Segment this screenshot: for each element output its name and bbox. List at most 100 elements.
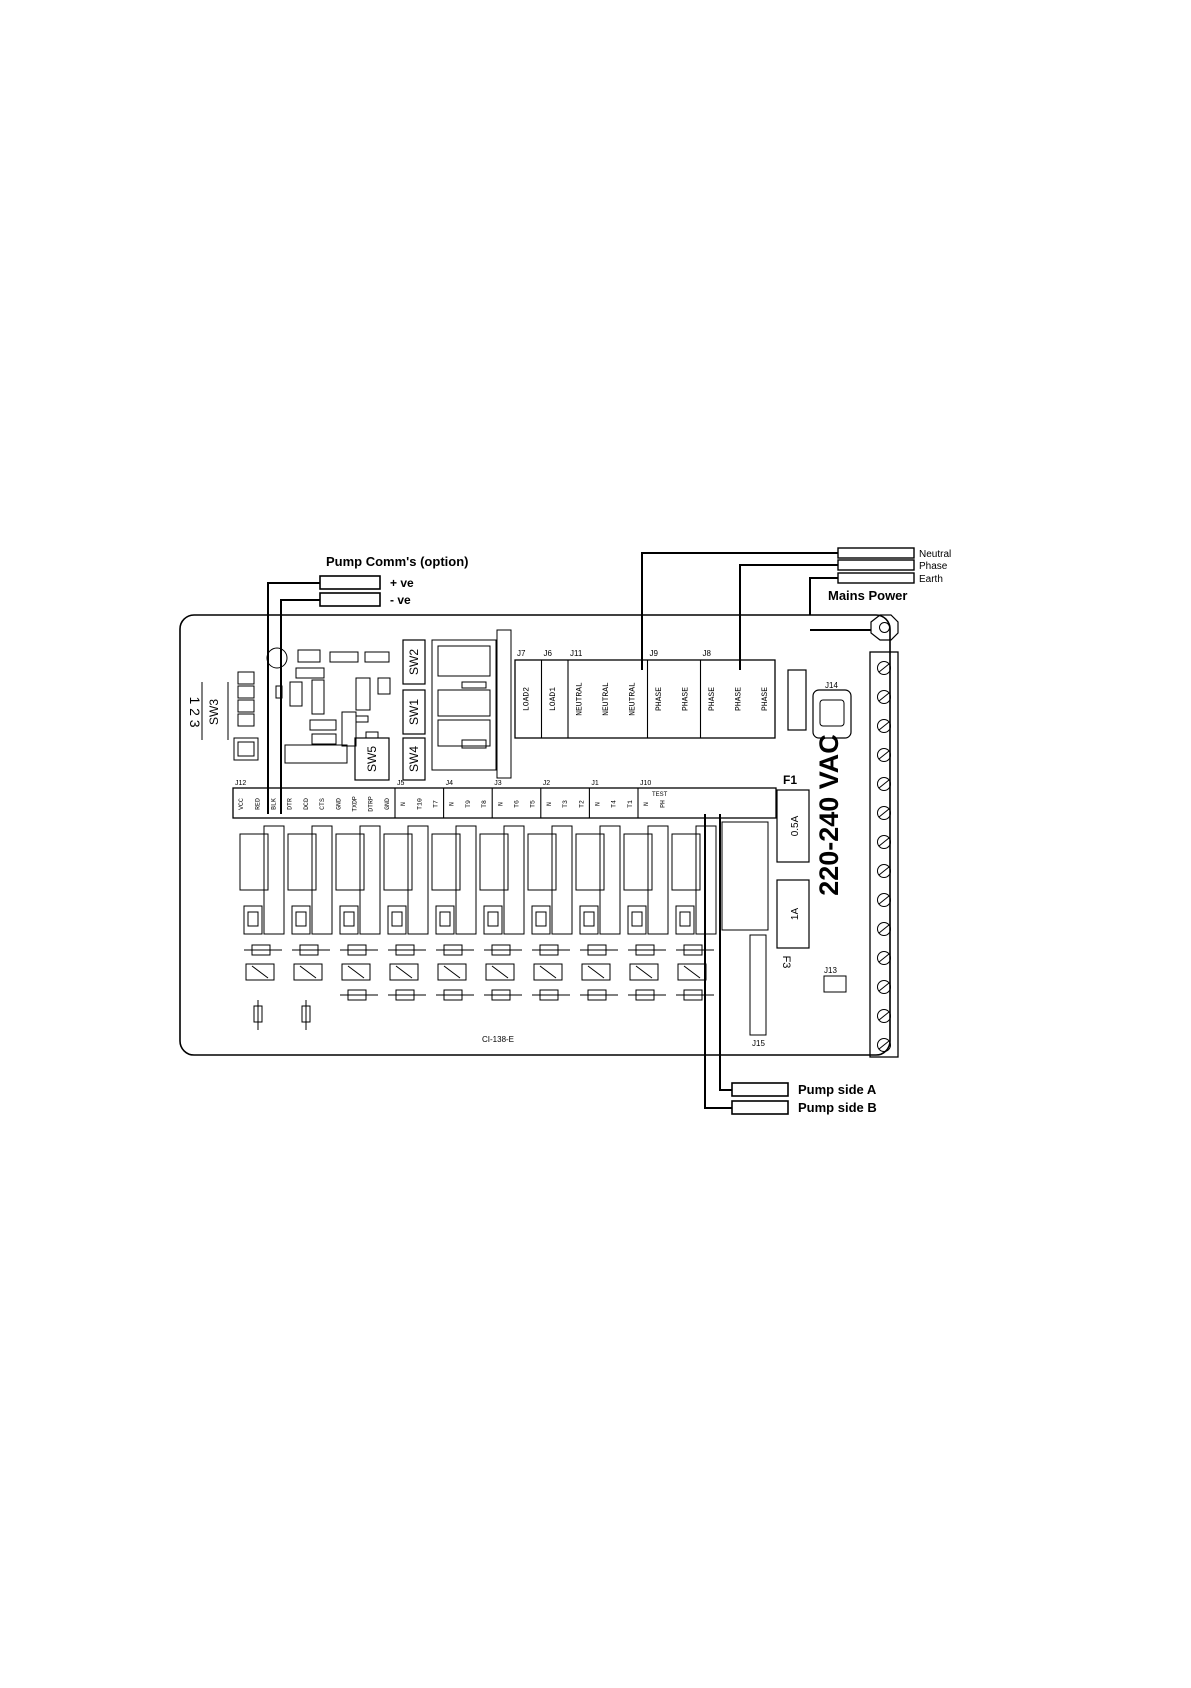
terminal-screw xyxy=(877,1038,891,1052)
plus-ve-label: + ve xyxy=(390,576,414,590)
relay-column xyxy=(527,825,573,1001)
sw3-block: SW3 1 2 3 xyxy=(187,671,259,761)
pin-label: PHASE xyxy=(708,687,717,711)
relay-column xyxy=(287,825,333,1030)
component-area-upper-left xyxy=(266,647,391,764)
pin-label: N xyxy=(546,802,553,806)
bottom-connector-strip xyxy=(232,787,777,819)
pin-label: BLK xyxy=(271,798,278,810)
connector-id-label: J12 xyxy=(235,780,246,787)
sw2-label: SW2 xyxy=(407,649,421,675)
connector-j1: J1N T4 T1 xyxy=(588,780,634,818)
connector-id-label: J3 xyxy=(494,780,502,787)
transformer xyxy=(431,629,512,779)
voltage-label: 220-240 VAC xyxy=(814,734,844,896)
sw4-label: SW4 xyxy=(407,746,421,772)
pin-label: LOAD2 xyxy=(522,687,531,711)
pin-label: PHASE xyxy=(734,687,743,711)
sw1-label: SW1 xyxy=(407,699,421,725)
switch-sw2: SW2 xyxy=(402,639,426,685)
mains-terminal-strip xyxy=(869,651,899,1058)
pin-label: NEUTRAL xyxy=(575,682,584,716)
switch-sw5: SW5 xyxy=(354,737,390,781)
pin-label: RED xyxy=(254,798,261,810)
pump-side-b-label: Pump side B xyxy=(798,1100,877,1115)
sw3-label: SW3 xyxy=(207,699,221,725)
pump-comms-wiring xyxy=(267,582,320,814)
sw5-label: SW5 xyxy=(365,746,379,772)
pin-label: N xyxy=(643,802,650,806)
terminal-screw xyxy=(877,980,891,994)
pin-label: T8 xyxy=(481,800,488,808)
relay-rows xyxy=(239,825,717,1030)
relay-column xyxy=(671,825,717,1001)
pin-label: T1 xyxy=(627,800,634,808)
connector-id-label: J7 xyxy=(517,649,526,658)
pin-label: LOAD1 xyxy=(549,687,558,711)
top-connector-strip xyxy=(514,659,807,739)
connector-id-label: J9 xyxy=(650,649,659,658)
pump-side-wiring xyxy=(704,814,732,1109)
pin-label: TXDP xyxy=(352,796,359,812)
fuse1-rating: 0.5A xyxy=(790,815,801,836)
connector-header-label: TEST xyxy=(652,792,668,798)
connector-id-label: J11 xyxy=(570,649,583,658)
fuse-f1: F1 0.5A xyxy=(776,773,810,863)
board-code: CI-138-E xyxy=(482,1035,514,1044)
switch-sw1: SW1 xyxy=(402,689,426,735)
terminal-screw xyxy=(877,835,891,849)
j14-label: J14 xyxy=(825,681,838,690)
pin-label: T5 xyxy=(530,800,537,808)
earth-lug xyxy=(870,614,899,641)
terminal-screw xyxy=(877,719,891,733)
connector-j14: J14 xyxy=(812,681,852,739)
phase-label: Phase xyxy=(919,561,948,572)
connector-id-label: J5 xyxy=(397,780,405,787)
j15-label: J15 xyxy=(752,1039,765,1048)
pin-label: T4 xyxy=(611,800,618,808)
pin-label: GND xyxy=(384,798,391,810)
minus-ve-label: - ve xyxy=(390,593,411,607)
pin-label: N xyxy=(497,802,504,806)
pump-comms-terminals xyxy=(319,575,381,607)
connector-id-label: J6 xyxy=(544,649,553,658)
pump-comms-label: Pump Comm's (option) xyxy=(326,554,468,569)
pin-label: GND xyxy=(335,798,342,810)
pin-label: NEUTRAL xyxy=(628,682,637,716)
mains-terminals xyxy=(837,547,915,584)
pin-label: N xyxy=(400,802,407,806)
relay-column xyxy=(383,825,429,1001)
terminal-screw xyxy=(877,951,891,965)
terminal-screw xyxy=(877,806,891,820)
pin-label: N xyxy=(449,802,456,806)
pin-label: DCD xyxy=(303,798,310,810)
connector-id-label: J8 xyxy=(703,649,712,658)
fuse3-rating: 1A xyxy=(790,908,801,921)
terminal-screw xyxy=(877,690,891,704)
switch-sw4: SW4 xyxy=(402,737,426,781)
mains-power-label: Mains Power xyxy=(828,588,907,603)
pin-label: DTRP xyxy=(368,796,375,812)
pin-label: T3 xyxy=(562,800,569,808)
connector-id-label: J1 xyxy=(591,780,599,787)
pump-side-a-label: Pump side A xyxy=(798,1082,877,1097)
neutral-label: Neutral xyxy=(919,549,951,560)
pin-label: NEUTRAL xyxy=(602,682,611,716)
connector-j13: J13 xyxy=(823,966,847,993)
relay-column xyxy=(575,825,621,1001)
circuit-board xyxy=(179,614,891,1056)
pin-label: T9 xyxy=(465,800,472,808)
pin-label: N xyxy=(595,802,602,806)
